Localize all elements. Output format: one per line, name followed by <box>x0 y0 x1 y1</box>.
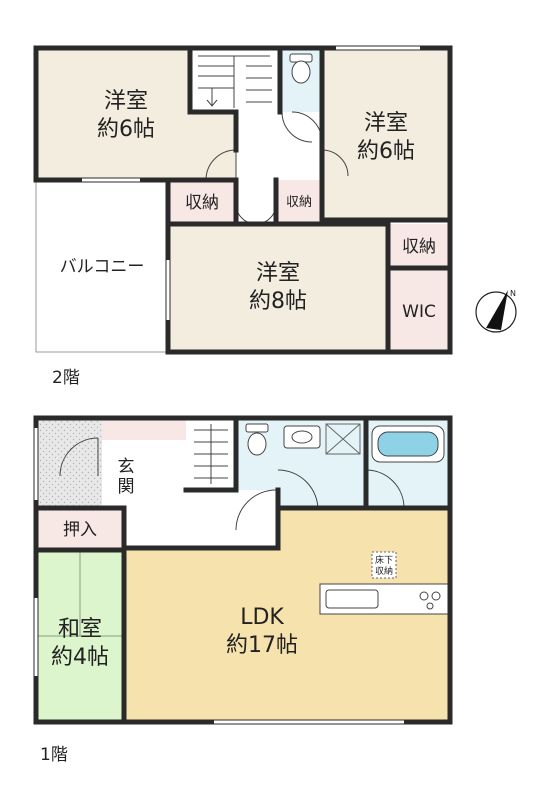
underfloor-label-2: 収納 <box>375 565 393 577</box>
door-swings-1f <box>59 437 405 531</box>
compass-icon: N <box>475 289 517 333</box>
room-western-ne <box>322 48 450 220</box>
storage-label-b: 収納 <box>286 195 312 210</box>
kitchen-counter <box>319 583 451 615</box>
sink-icon <box>283 425 321 449</box>
walls-2f <box>33 45 453 355</box>
compass-north-label: N <box>510 289 516 298</box>
shoe-storage <box>102 418 186 440</box>
storage-label-c: 収納 <box>402 237 436 257</box>
hall-2f <box>236 112 322 180</box>
room-size-nw: 約6帖 <box>97 117 155 142</box>
entrance-label-1: 玄 <box>118 457 135 477</box>
wic-label: WIC <box>402 302 436 322</box>
room-name-nw: 洋室 <box>104 89 148 114</box>
tatami-lines <box>36 550 124 637</box>
underfloor-storage <box>371 551 397 579</box>
floor-2-label: 2階 <box>52 368 80 388</box>
porch-tile <box>36 418 102 508</box>
balcony-area <box>35 179 169 353</box>
toilet-icon <box>245 423 269 456</box>
room-name-center: 洋室 <box>256 261 300 286</box>
washer-icon <box>325 423 361 455</box>
storage-2f-b <box>276 180 322 224</box>
windows-2f <box>82 46 420 320</box>
room-size-center: 約8帖 <box>249 289 307 314</box>
floor-1-label: 1階 <box>40 745 68 765</box>
windows-1f <box>34 428 404 724</box>
ldk-name: LDK <box>240 605 284 630</box>
entrance-label-2: 関 <box>118 477 135 497</box>
floor-2: 洋室 約6帖 洋室 約6帖 洋室 約8帖 バルコニー 収納 収納 収納 WIC … <box>33 45 453 388</box>
underfloor-label-1: 床下 <box>375 554 393 566</box>
room-western-center <box>168 224 388 352</box>
floor-1: 玄 関 押入 和室 約4帖 LDK 約17帖 床下 収納 1階 <box>33 415 453 765</box>
storage-2f-a <box>168 180 236 224</box>
storage-2f-c <box>388 224 450 268</box>
stair-treads-2f <box>198 55 272 108</box>
walk-in-closet <box>388 268 450 352</box>
ldk-area <box>124 508 450 722</box>
stair-2f <box>190 48 280 112</box>
ldk-size: 約17帖 <box>226 633 298 658</box>
japanese-room-size: 約4帖 <box>51 645 109 670</box>
toilet-icon <box>289 53 313 84</box>
room-size-ne: 約6帖 <box>357 139 415 164</box>
room-name-ne: 洋室 <box>364 111 408 136</box>
stair-treads-1f <box>194 424 228 484</box>
bathtub-icon <box>371 425 445 463</box>
japanese-room-name: 和室 <box>58 617 102 642</box>
balcony-label: バルコニー <box>60 257 145 277</box>
storage-label-a: 収納 <box>185 193 219 213</box>
room-western-nw <box>36 48 236 180</box>
closet-label: 押入 <box>63 520 97 540</box>
closet-1f <box>36 508 124 550</box>
hall-1f <box>102 508 278 548</box>
